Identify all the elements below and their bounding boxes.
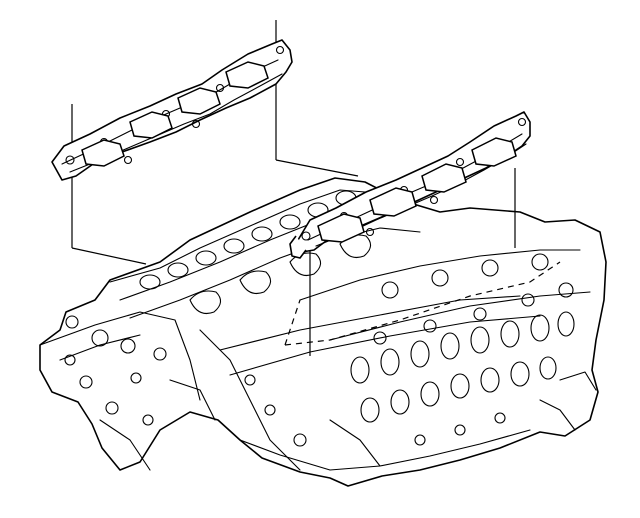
intake-manifold-gasket-right [289, 111, 531, 259]
engine-assembly [39, 177, 607, 487]
intake-manifold-gasket-left [51, 39, 293, 181]
